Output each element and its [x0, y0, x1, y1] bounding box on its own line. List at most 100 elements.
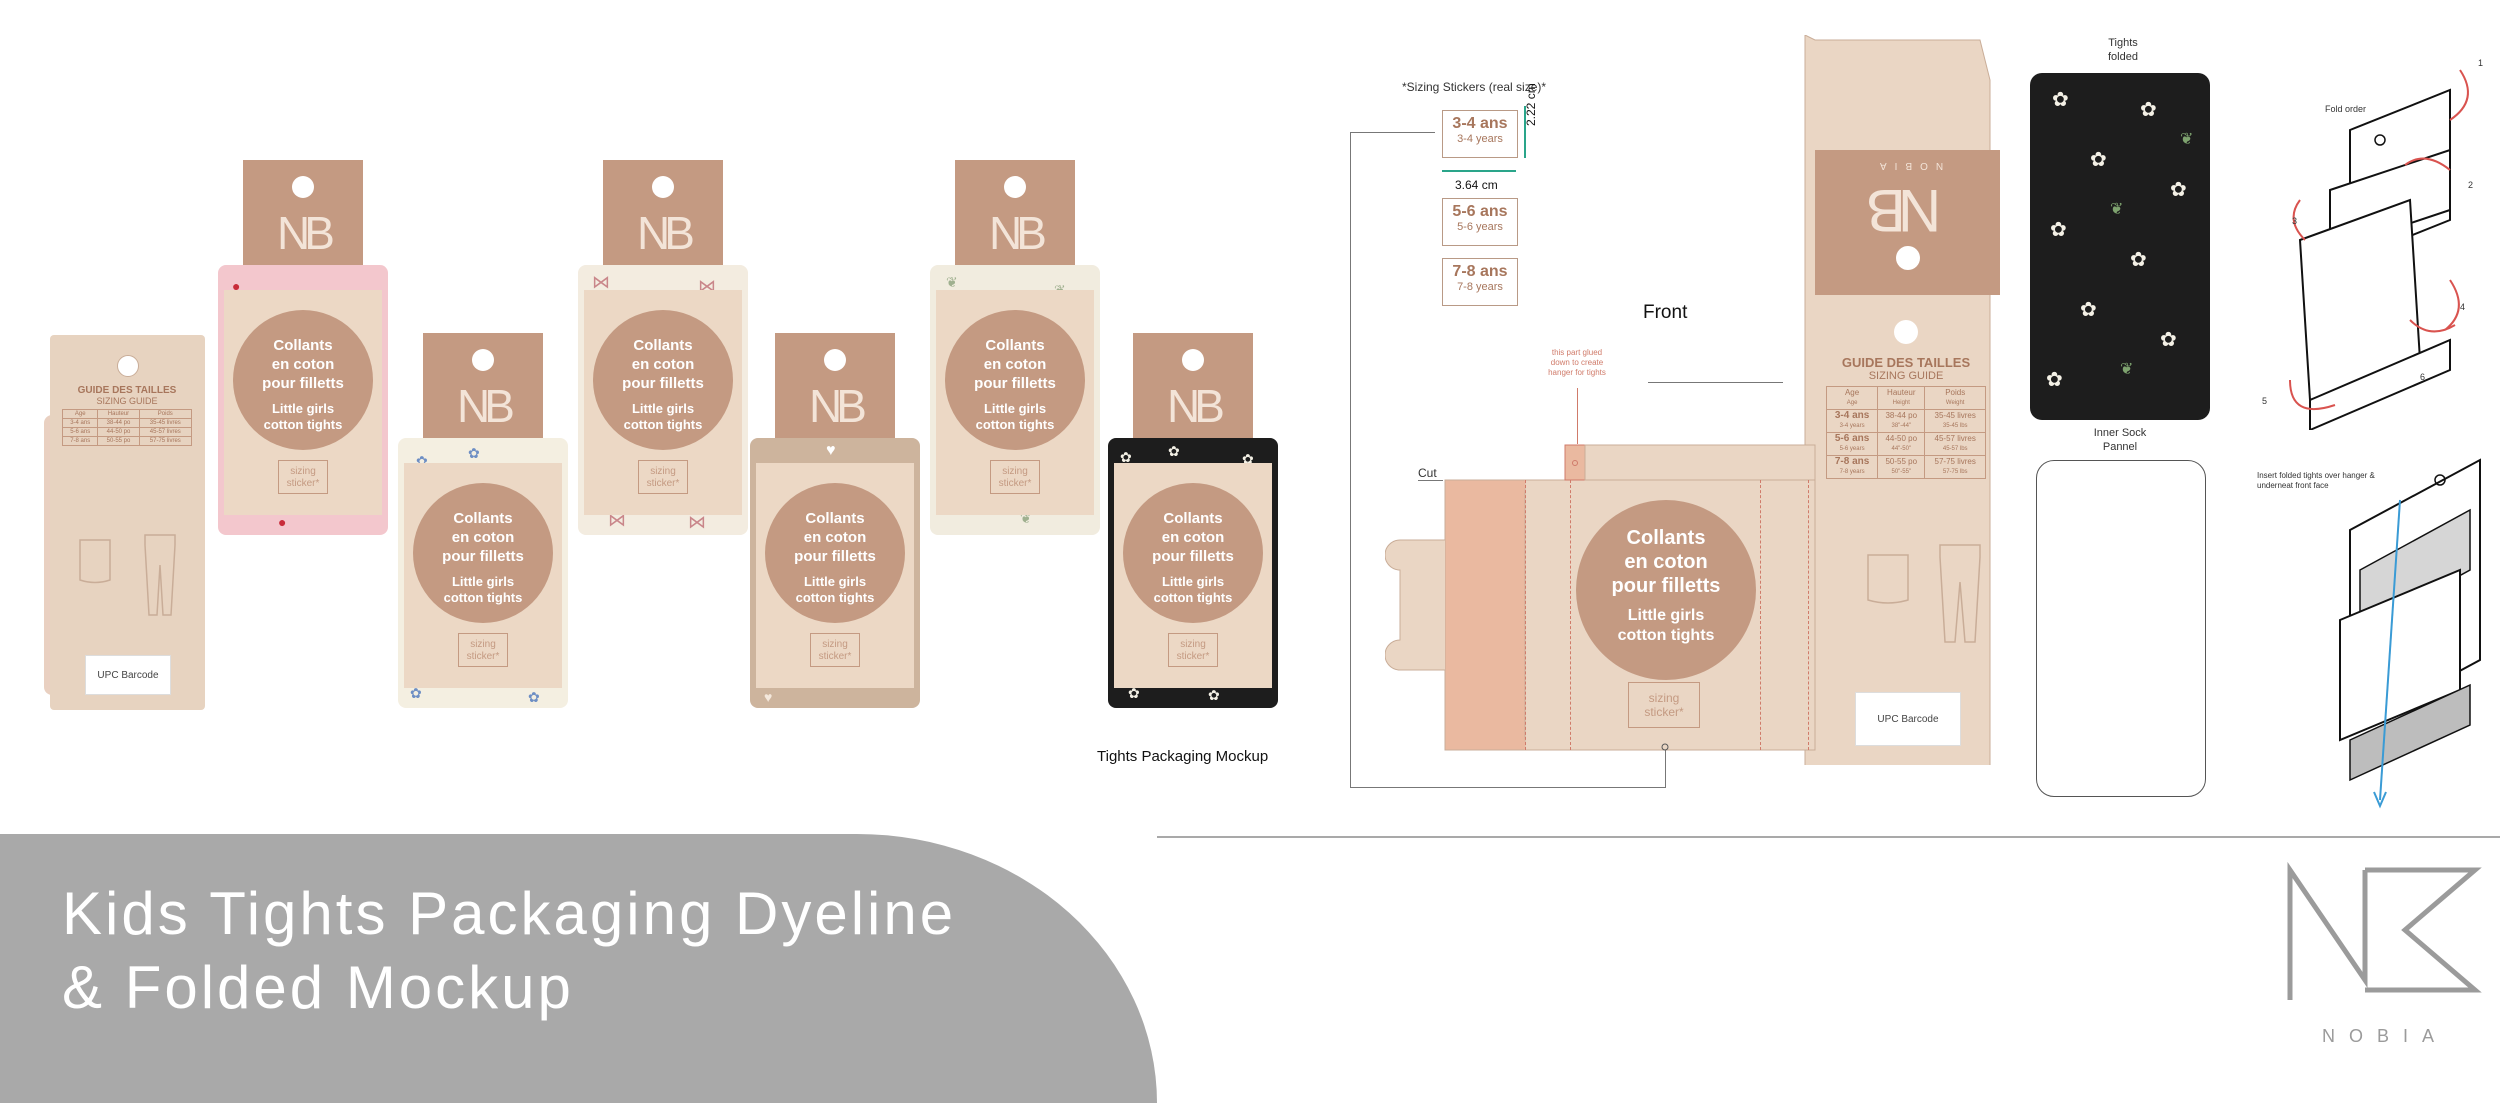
label-fr-3: pour filletts	[974, 375, 1056, 392]
label-en-1: Little girls	[271, 401, 335, 416]
size-sticker-3-4: 3-4 ans 3-4 years	[1442, 110, 1518, 158]
white-flower-icon: ✿	[1208, 687, 1220, 703]
package-label-circle: Collants en coton pour filletts Little g…	[765, 483, 905, 623]
package-strawberry: NB NOBIA ● ● ● Collants en coton pour fi…	[218, 160, 388, 540]
sizing-sticker: sizing sticker*	[638, 460, 688, 494]
package-black-floral: NB NOBIA ✿ ✿ ✿ ✿ ✿ Collants en coton pou…	[1108, 333, 1278, 713]
package-bow: NB NOBIA ⋈ ⋈ ⋈ ⋈ Collants en coton pour …	[578, 160, 748, 540]
title-banner	[0, 834, 1157, 1103]
label-fr-2: en coton	[631, 356, 695, 373]
size-sticker-5-6: 5-6 ans 5-6 years	[1442, 198, 1518, 246]
size-sticker-7-8: 7-8 ans 7-8 years	[1442, 258, 1518, 306]
package-blue-flower: NB NOBIA ✿ ✿ ✿ ✿ Collants en coton pour …	[398, 333, 568, 713]
blue-flower-icon: ✿	[416, 453, 428, 469]
white-flower-icon: ✿	[1120, 449, 1132, 465]
white-flower-icon: ✿	[2130, 249, 2147, 271]
label-en-2: cotton tights	[795, 590, 875, 605]
hanger-hole	[824, 349, 846, 371]
sticker-text: sizing	[470, 639, 496, 650]
upc-barcode: UPC Barcode	[85, 655, 171, 695]
hanger-hole	[1182, 349, 1204, 371]
leader-line	[1350, 787, 1665, 788]
label-fr-3: pour filletts	[622, 375, 704, 392]
sizing-sticker: sizing sticker*	[458, 633, 508, 667]
cell: 45-57 livres 45-57 lbs	[1924, 432, 1986, 456]
mockup-label: Tights Packaging Mockup	[1097, 748, 1269, 765]
col-age: Age	[61, 409, 99, 419]
cell: 38-44 po	[97, 418, 140, 428]
sticker-text: sticker*	[818, 651, 852, 662]
sticker-text: sticker*	[466, 651, 500, 662]
sticker-text: sizing	[650, 466, 676, 477]
sticker-text: sizing	[290, 466, 316, 477]
cell-fr: Poids	[1945, 388, 1966, 397]
sizing-sticker: sizing sticker*	[278, 460, 328, 494]
label-en-1: Little girls	[983, 401, 1047, 416]
page-title-line1: Kids Tights Packaging Dyeline	[62, 880, 957, 947]
package-label-circle: Collants en coton pour filletts Little g…	[945, 310, 1085, 450]
cell-fr: 50-55 po	[1885, 457, 1918, 466]
white-flower-icon: ✿	[2080, 299, 2097, 321]
cell-fr: 57-75 livres	[1934, 457, 1976, 466]
white-flower-icon: ✿	[1242, 451, 1254, 467]
cell-fr: 45-57 livres	[1934, 434, 1976, 443]
leaf-icon: ❦	[2180, 131, 2194, 148]
hanger-hole	[652, 176, 674, 198]
sticker-text: sizing	[1002, 466, 1028, 477]
cell-fr: 7-8 ans	[1834, 456, 1870, 467]
cell-en: 45-57 lbs	[1942, 446, 1968, 452]
front-label: Front	[1643, 302, 1688, 323]
size-guide-title: GUIDE DES TAILLES	[1841, 355, 1971, 370]
cell: 5-6 ans	[61, 427, 99, 437]
package-label-circle: Collants en coton pour filletts Little g…	[233, 310, 373, 450]
white-flower-icon: ✿	[2160, 329, 2177, 351]
cell-en: 35-45 lbs	[1942, 423, 1968, 429]
cell-fr: Hauteur	[1887, 388, 1916, 397]
fold-step-2: 2	[2468, 180, 2474, 190]
cell-en: 3-4 years	[1839, 423, 1865, 429]
package-leaf: NB NOBIA ❦ ❦ ❦ Collants en coton pour fi…	[930, 160, 1100, 540]
fold-step-3: 3	[2292, 216, 2298, 226]
insert-note: Insert folded tights over hanger & under…	[2257, 471, 2375, 490]
leader-line	[1665, 748, 1666, 788]
blue-flower-icon: ✿	[468, 445, 480, 461]
bow-icon: ⋈	[592, 272, 610, 292]
label-fr-1: Collants	[1163, 510, 1223, 527]
inner-sock-label: Inner Sock Pannel	[2093, 427, 2147, 453]
label-en-1: Little girls	[1627, 607, 1705, 624]
fold-step-1: 1	[2478, 58, 2484, 68]
label-en-2: cotton tights	[623, 417, 703, 432]
white-flower-icon: ✿	[2090, 149, 2107, 171]
brand-monogram: NB	[277, 207, 335, 259]
cell: 45-57 livres	[138, 427, 193, 437]
sticker-text: sizing	[822, 639, 848, 650]
fold-order-label: Fold order	[2325, 104, 2367, 114]
cell-en: 38"-44"	[1891, 423, 1912, 429]
label-fr-2: en coton	[983, 356, 1047, 373]
cell-en: 57-75 lbs	[1942, 469, 1968, 475]
sticker-text: sticker*	[998, 478, 1032, 489]
sticker-text: sizing	[1648, 691, 1680, 705]
label-fr-1: Collants	[1626, 527, 1706, 549]
label-fr-1: Collants	[273, 337, 333, 354]
label-fr-3: pour filletts	[442, 548, 524, 565]
hanger-hole	[472, 349, 494, 371]
label-fr-1: Collants	[985, 337, 1045, 354]
leaf-icon: ❦	[2110, 201, 2124, 218]
sticker-text: sizing	[1180, 639, 1206, 650]
cell: 35-45 livres	[138, 418, 193, 428]
fold-line	[1808, 480, 1809, 750]
package-label-circle: Collants en coton pour filletts Little g…	[1123, 483, 1263, 623]
size-guide-title: GUIDE DES TAILLES	[77, 385, 177, 396]
label-en-2: cotton tights	[975, 417, 1055, 432]
page-title-line2: & Folded Mockup	[62, 954, 574, 1021]
cell-en: Height	[1892, 400, 1910, 406]
cell-en: 44"-50"	[1891, 446, 1912, 452]
sticker-width-dimension	[1442, 170, 1516, 172]
glue-leader	[1577, 388, 1578, 444]
